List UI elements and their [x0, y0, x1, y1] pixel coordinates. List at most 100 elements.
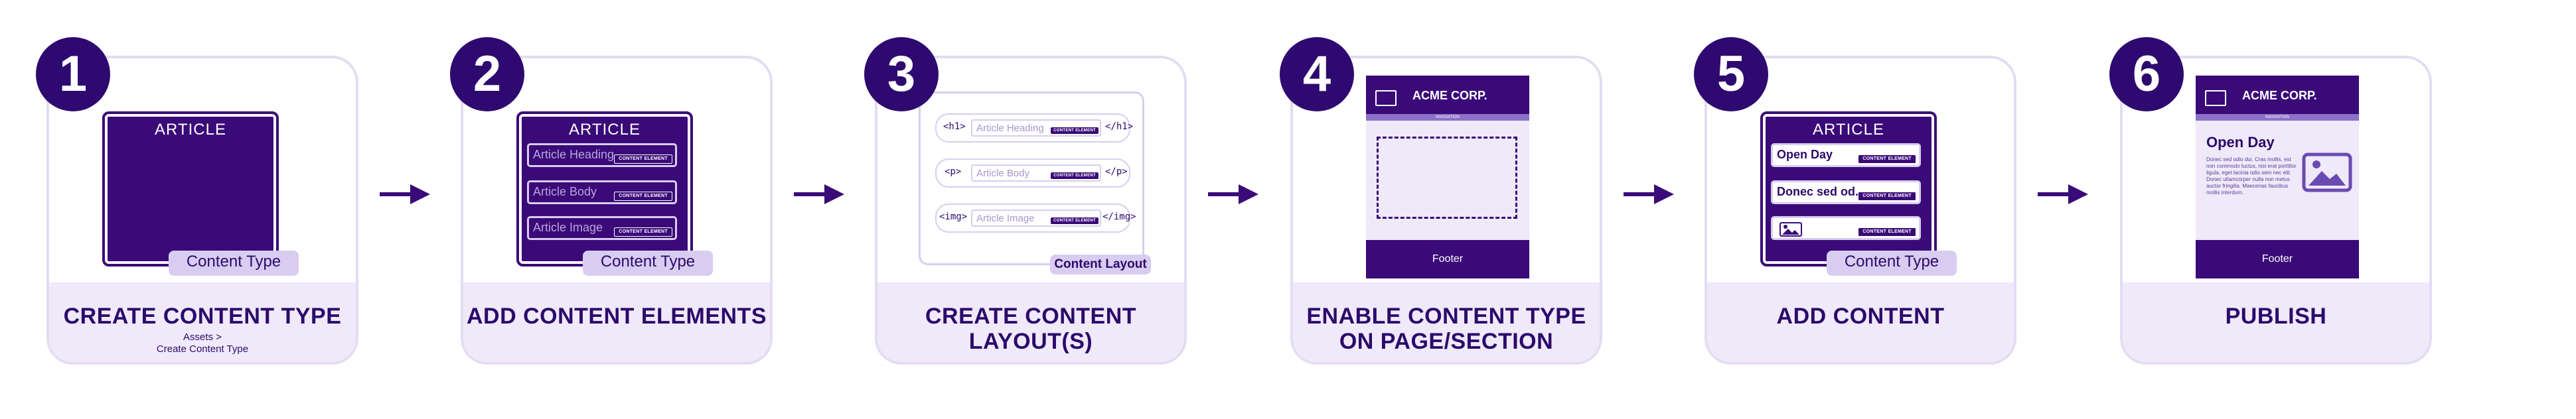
field-label: Article Image — [533, 221, 603, 234]
arrow-right-icon — [2038, 184, 2088, 204]
article-heading: Open Day — [2206, 134, 2275, 150]
html-open-tag: <h1> — [943, 121, 966, 132]
step-5: ARTICLE Open Day CONTENT ELEMENT Donec s… — [1694, 37, 2016, 365]
card-caption-area — [1707, 282, 2014, 362]
step-card: ACME CORP. NAVIGATION Open Day Donec sed… — [2120, 56, 2432, 365]
step-card: ARTICLE Open Day CONTENT ELEMENT Donec s… — [1705, 56, 2016, 365]
field-value: Open Day — [1777, 148, 1833, 161]
layout-field: Article Body CONTENT ELEMENT — [971, 164, 1101, 182]
content-element-label: CONTENT ELEMENT — [1051, 217, 1099, 224]
step-number-badge: 2 — [450, 37, 524, 111]
step-title: ADD CONTENT ELEMENTS — [467, 304, 767, 329]
step-2: ARTICLE Article Heading CONTENT ELEMENT … — [450, 37, 773, 365]
step-number-badge: 5 — [1694, 37, 1768, 111]
step-4: ACME CORP. NAVIGATION Footer ENABLE CONT… — [1280, 37, 1602, 365]
page-footer: Footer — [1366, 240, 1529, 278]
step-1: ARTICLE Content Type CREATE CONTENT TYPE… — [36, 37, 358, 365]
content-layout-tag: Content Layout — [1050, 255, 1151, 274]
image-icon — [1375, 90, 1397, 106]
content-element-field: Article Heading CONTENT ELEMENT — [527, 143, 677, 167]
image-icon — [2205, 90, 2226, 106]
page-header: ACME CORP. — [1366, 76, 1529, 114]
arrow-right-icon — [794, 184, 844, 204]
card-caption-area — [1293, 282, 1600, 362]
article-image-icon — [2302, 152, 2352, 192]
field-label: Article Image — [976, 213, 1035, 224]
brand-name: ACME CORP. — [1412, 89, 1487, 102]
step-number-badge: 3 — [864, 37, 939, 111]
step-card: ARTICLE Content Type CREATE CONTENT TYPE… — [46, 56, 358, 365]
card-caption-area — [463, 282, 770, 362]
step-number-badge: 1 — [36, 37, 110, 111]
navigation-bar: NAVIGATION — [1366, 114, 1529, 121]
layout-row: <img> Article Image CONTENT ELEMENT </img… — [935, 204, 1136, 233]
content-type-tag: Content Type — [169, 251, 299, 276]
step-number-badge: 6 — [2109, 37, 2184, 111]
box-heading: ARTICLE — [569, 121, 641, 139]
page-mockup: ACME CORP. NAVIGATION Footer — [1366, 76, 1529, 278]
content-element-label: CONTENT ELEMENT — [1858, 227, 1916, 237]
html-open-tag: <p> — [945, 166, 962, 177]
content-type-box: ARTICLE — [102, 111, 279, 267]
html-close-tag: </h1> — [1105, 121, 1134, 132]
image-icon — [1780, 222, 1802, 237]
field-label: Article Heading — [533, 148, 615, 161]
step-title: ADD CONTENT — [1776, 304, 1945, 329]
layout-row: <p> Article Body CONTENT ELEMENT </p> — [935, 158, 1130, 188]
step-title: ENABLE CONTENT TYPE ON PAGE/SECTION — [1293, 304, 1600, 354]
html-open-tag: <img> — [939, 211, 968, 222]
content-element-label: CONTENT ELEMENT — [1858, 192, 1916, 201]
content-element-field: Article Body CONTENT ELEMENT — [527, 180, 677, 204]
arrow-right-icon — [1208, 184, 1258, 204]
navigation-bar: NAVIGATION — [2196, 114, 2359, 121]
content-element-label: CONTENT ELEMENT — [614, 154, 672, 164]
content-element-field: Open Day CONTENT ELEMENT — [1771, 143, 1921, 167]
page-mockup: ACME CORP. NAVIGATION Open Day Donec sed… — [2196, 76, 2359, 278]
content-element-label: CONTENT ELEMENT — [614, 227, 672, 237]
step-6: ACME CORP. NAVIGATION Open Day Donec sed… — [2109, 37, 2432, 365]
field-label: Article Heading — [976, 123, 1044, 134]
arrow-right-icon — [1624, 184, 1674, 204]
brand-name: ACME CORP. — [2242, 89, 2317, 102]
content-type-box: ARTICLE Open Day CONTENT ELEMENT Donec s… — [1760, 111, 1937, 267]
content-type-tag: Content Type — [583, 251, 713, 276]
title-line: ENABLE CONTENT TYPE — [1306, 304, 1586, 329]
step-card: ACME CORP. NAVIGATION Footer ENABLE CONT… — [1290, 56, 1602, 365]
subtitle-line: Assets > — [183, 331, 222, 343]
html-close-tag: </p> — [1105, 166, 1128, 177]
content-element-field: CONTENT ELEMENT — [1771, 216, 1921, 240]
field-label: Article Body — [533, 185, 597, 198]
title-line: LAYOUT(S) — [968, 329, 1093, 354]
card-caption-area — [877, 282, 1184, 362]
layout-field: Article Image CONTENT ELEMENT — [971, 210, 1101, 227]
title-line: ON PAGE/SECTION — [1339, 329, 1554, 354]
content-type-placeholder — [1377, 137, 1517, 219]
step-number-badge: 4 — [1280, 37, 1354, 111]
content-type-tag: Content Type — [1827, 251, 1957, 276]
content-element-label: CONTENT ELEMENT — [1051, 172, 1099, 179]
article-body: Donec sed odio dui. Cras mollis, est non… — [2206, 156, 2297, 196]
card-caption-area — [2123, 282, 2429, 362]
page-footer: Footer — [2196, 240, 2359, 278]
title-line: CREATE CONTENT — [925, 304, 1137, 329]
arrow-right-icon — [380, 184, 430, 204]
content-element-label: CONTENT ELEMENT — [614, 192, 672, 201]
content-type-box: ARTICLE Article Heading CONTENT ELEMENT … — [516, 111, 693, 267]
step-title: PUBLISH — [2225, 304, 2327, 329]
step-title: CREATE CONTENT LAYOUT(S) — [877, 304, 1184, 354]
card-caption-area — [49, 282, 356, 362]
box-heading: ARTICLE — [1813, 121, 1884, 139]
step-title: CREATE CONTENT TYPE — [63, 304, 342, 329]
field-label: Article Body — [976, 168, 1030, 179]
content-element-field: Donec sed od... CONTENT ELEMENT — [1771, 180, 1921, 204]
html-close-tag: </img> — [1102, 211, 1136, 222]
subtitle-line: Create Content Type — [156, 343, 249, 355]
field-value: Donec sed od... — [1777, 185, 1866, 198]
box-heading: ARTICLE — [155, 121, 226, 139]
page-header: ACME CORP. — [2196, 76, 2359, 114]
